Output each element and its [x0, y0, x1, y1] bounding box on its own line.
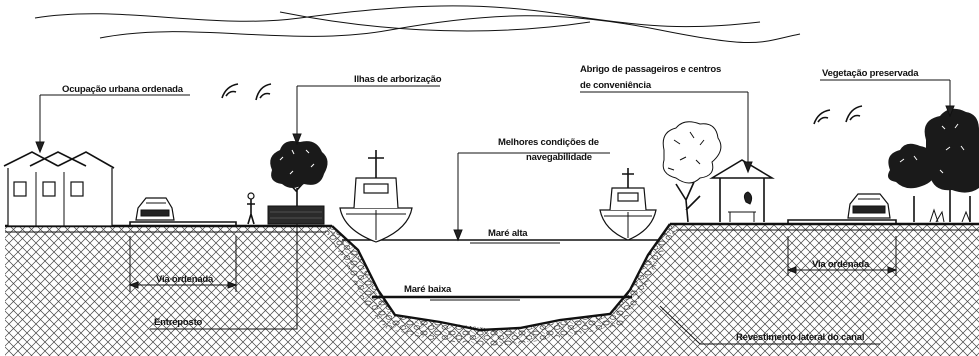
tree-riverside	[662, 121, 722, 223]
label-vegetacao: Vegetação preservada	[822, 68, 919, 79]
labels: Ocupação urbana ordenada Ilhas de arbori…	[62, 64, 919, 343]
water-levels	[342, 239, 660, 301]
car-left	[135, 197, 175, 221]
label-revestimento: Revestimento lateral do canal	[736, 332, 864, 343]
sky-wave-lines	[34, 5, 801, 44]
bench-planter	[267, 205, 325, 225]
label-entreposto: Entreposto	[154, 317, 203, 328]
person-figure	[247, 192, 255, 225]
label-abrigo-2: de conveniência	[580, 80, 652, 91]
label-ocupacao: Ocupação urbana ordenada	[62, 84, 184, 95]
label-melhores-2: navegabilidade	[526, 152, 592, 163]
label-abrigo-1: Abrigo de passageiros e centros	[580, 64, 721, 75]
label-mare-baixa: Maré baixa	[404, 284, 452, 295]
car-right	[847, 193, 891, 219]
boat-right	[599, 168, 657, 241]
birds-right	[813, 105, 863, 125]
label-mare-alta: Maré alta	[488, 228, 528, 239]
label-via-ordenada-right: Via ordenada	[812, 259, 870, 270]
tree-arborization	[270, 141, 328, 206]
label-via-ordenada-left: Via ordenada	[156, 274, 214, 285]
ground-section	[5, 219, 979, 356]
trees-preserved	[888, 108, 979, 223]
birds-left	[221, 83, 272, 101]
leader-lines	[35, 79, 955, 345]
label-melhores-1: Melhores condições de	[498, 137, 599, 148]
houses	[3, 151, 115, 227]
passenger-shelter	[709, 159, 775, 222]
label-ilhas: Ilhas de arborização	[354, 74, 442, 85]
boat-left	[339, 150, 413, 243]
